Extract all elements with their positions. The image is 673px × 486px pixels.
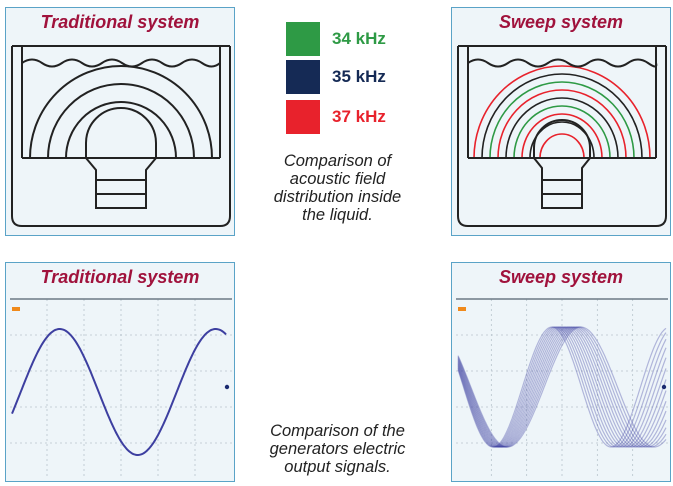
liquid-surface [21, 58, 221, 68]
legend-item-37khz: 37 kHz [286, 100, 386, 134]
field-ring [47, 83, 195, 159]
signal-trace [457, 326, 667, 448]
signal-trace [457, 326, 667, 448]
legend-swatch-red [286, 100, 320, 134]
signal-trace [457, 326, 667, 448]
sweep-field-title: Sweep system [498, 12, 624, 32]
signal-trace [457, 326, 667, 448]
signal-trace [457, 326, 667, 448]
traditional-signal-panel: Traditional system [5, 262, 235, 482]
scope-grid [456, 299, 668, 479]
signal-trace [457, 326, 667, 448]
signal-trace [457, 326, 667, 448]
signal-trace [457, 326, 667, 448]
legend-label: 37 kHz [332, 107, 386, 126]
legend-label: 35 kHz [332, 67, 386, 86]
traditional-field-title: Traditional system [40, 12, 200, 32]
signal-trace [457, 326, 667, 448]
legend-item-35khz: 35 kHz [286, 60, 386, 94]
sweep-signal-panel: Sweep system [451, 262, 671, 482]
signal-trace [457, 326, 667, 448]
legend-item-34khz: 34 kHz [286, 22, 386, 56]
signals-caption: Comparison of the generators electric ou… [269, 422, 406, 476]
tank-outline [11, 46, 231, 227]
signal-trace [457, 326, 667, 448]
legend-label: 34 kHz [332, 29, 386, 48]
scope-marker [458, 307, 466, 311]
sweep-signal-title: Sweep system [498, 267, 624, 287]
traditional-signal-title: Traditional system [40, 267, 200, 287]
scope-marker [12, 307, 20, 311]
traditional-field-panel: Traditional system [5, 7, 235, 236]
field-ring [65, 101, 177, 159]
signal-trace [457, 326, 667, 448]
trace-end-dot [661, 384, 667, 390]
sweep-field-panel: Sweep system [451, 7, 671, 236]
liquid-surface [467, 58, 658, 68]
tank-outline [457, 46, 667, 227]
scope-grid [10, 299, 232, 479]
trace-end-dot [224, 384, 230, 390]
signal-trace [11, 328, 227, 456]
traditional-field-diagram [11, 45, 231, 227]
signal-trace [457, 326, 667, 448]
field-ring [29, 65, 213, 159]
legend-swatch-navy [286, 60, 320, 94]
sweep-field-diagram [457, 45, 667, 227]
traditional-signal-oscilloscope [10, 298, 232, 479]
acoustic-caption: Comparison of acoustic field distributio… [273, 152, 402, 224]
transducer [533, 119, 591, 209]
sweep-signal-oscilloscope [456, 298, 668, 479]
signal-trace-band [457, 326, 667, 448]
signal-trace [457, 326, 667, 448]
legend-swatch-green [286, 22, 320, 56]
transducer [85, 107, 157, 209]
